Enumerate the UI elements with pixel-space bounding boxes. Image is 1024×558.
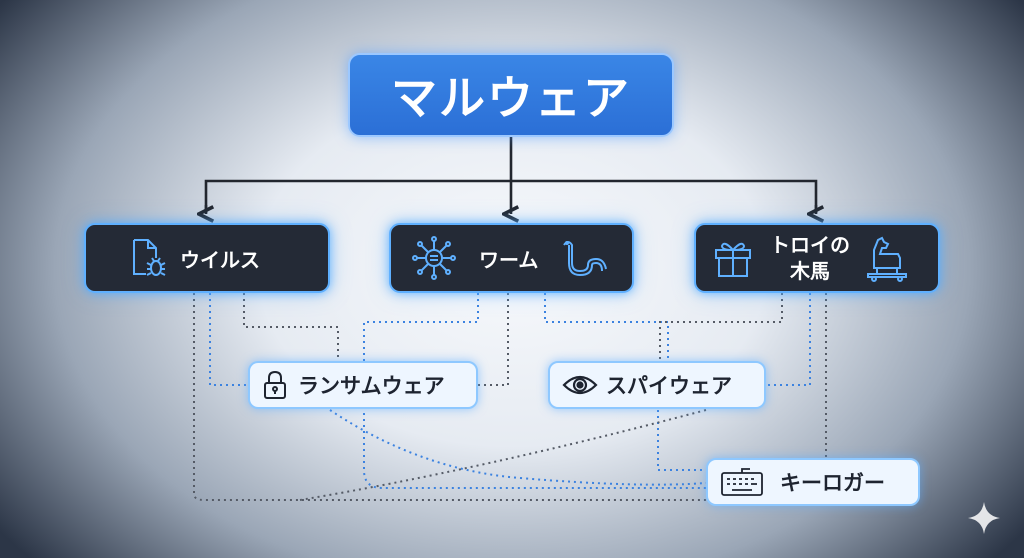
- category-virus-label: ウイルス: [180, 247, 260, 272]
- hierarchy-arrows: [206, 137, 816, 214]
- root-label: マルウェア: [391, 71, 631, 125]
- worm-icon: [563, 241, 608, 277]
- eye-icon: [562, 375, 598, 395]
- file-bug-icon: [133, 239, 166, 276]
- lock-icon: [264, 370, 286, 399]
- category-trojan-label-line1: トロイの: [770, 233, 850, 257]
- subtype-keylogger[interactable]: キーロガー: [706, 458, 920, 506]
- sparkle-icon: [968, 502, 1000, 534]
- subtype-ransomware[interactable]: ランサムウェア: [248, 361, 478, 409]
- subtype-spyware-label: スパイウェア: [606, 374, 732, 398]
- trojan-horse-icon: [867, 236, 907, 282]
- root-node-malware[interactable]: マルウェア: [348, 53, 674, 137]
- subtype-keylogger-label: キーロガー: [780, 471, 885, 495]
- gray-dotted-links: [193, 293, 827, 501]
- category-trojan-label-line2: 木馬: [790, 259, 830, 283]
- category-worm[interactable]: ワーム: [389, 223, 634, 293]
- category-virus[interactable]: ウイルス: [84, 223, 330, 293]
- subtype-ransomware-label: ランサムウェア: [298, 374, 445, 398]
- category-trojan[interactable]: トロイの 木馬: [694, 223, 940, 293]
- keyboard-icon: [721, 468, 763, 496]
- category-worm-label: ワーム: [479, 247, 539, 272]
- subtype-spyware[interactable]: スパイウェア: [548, 361, 766, 409]
- network-icon: [412, 236, 456, 280]
- gift-icon: [715, 242, 751, 277]
